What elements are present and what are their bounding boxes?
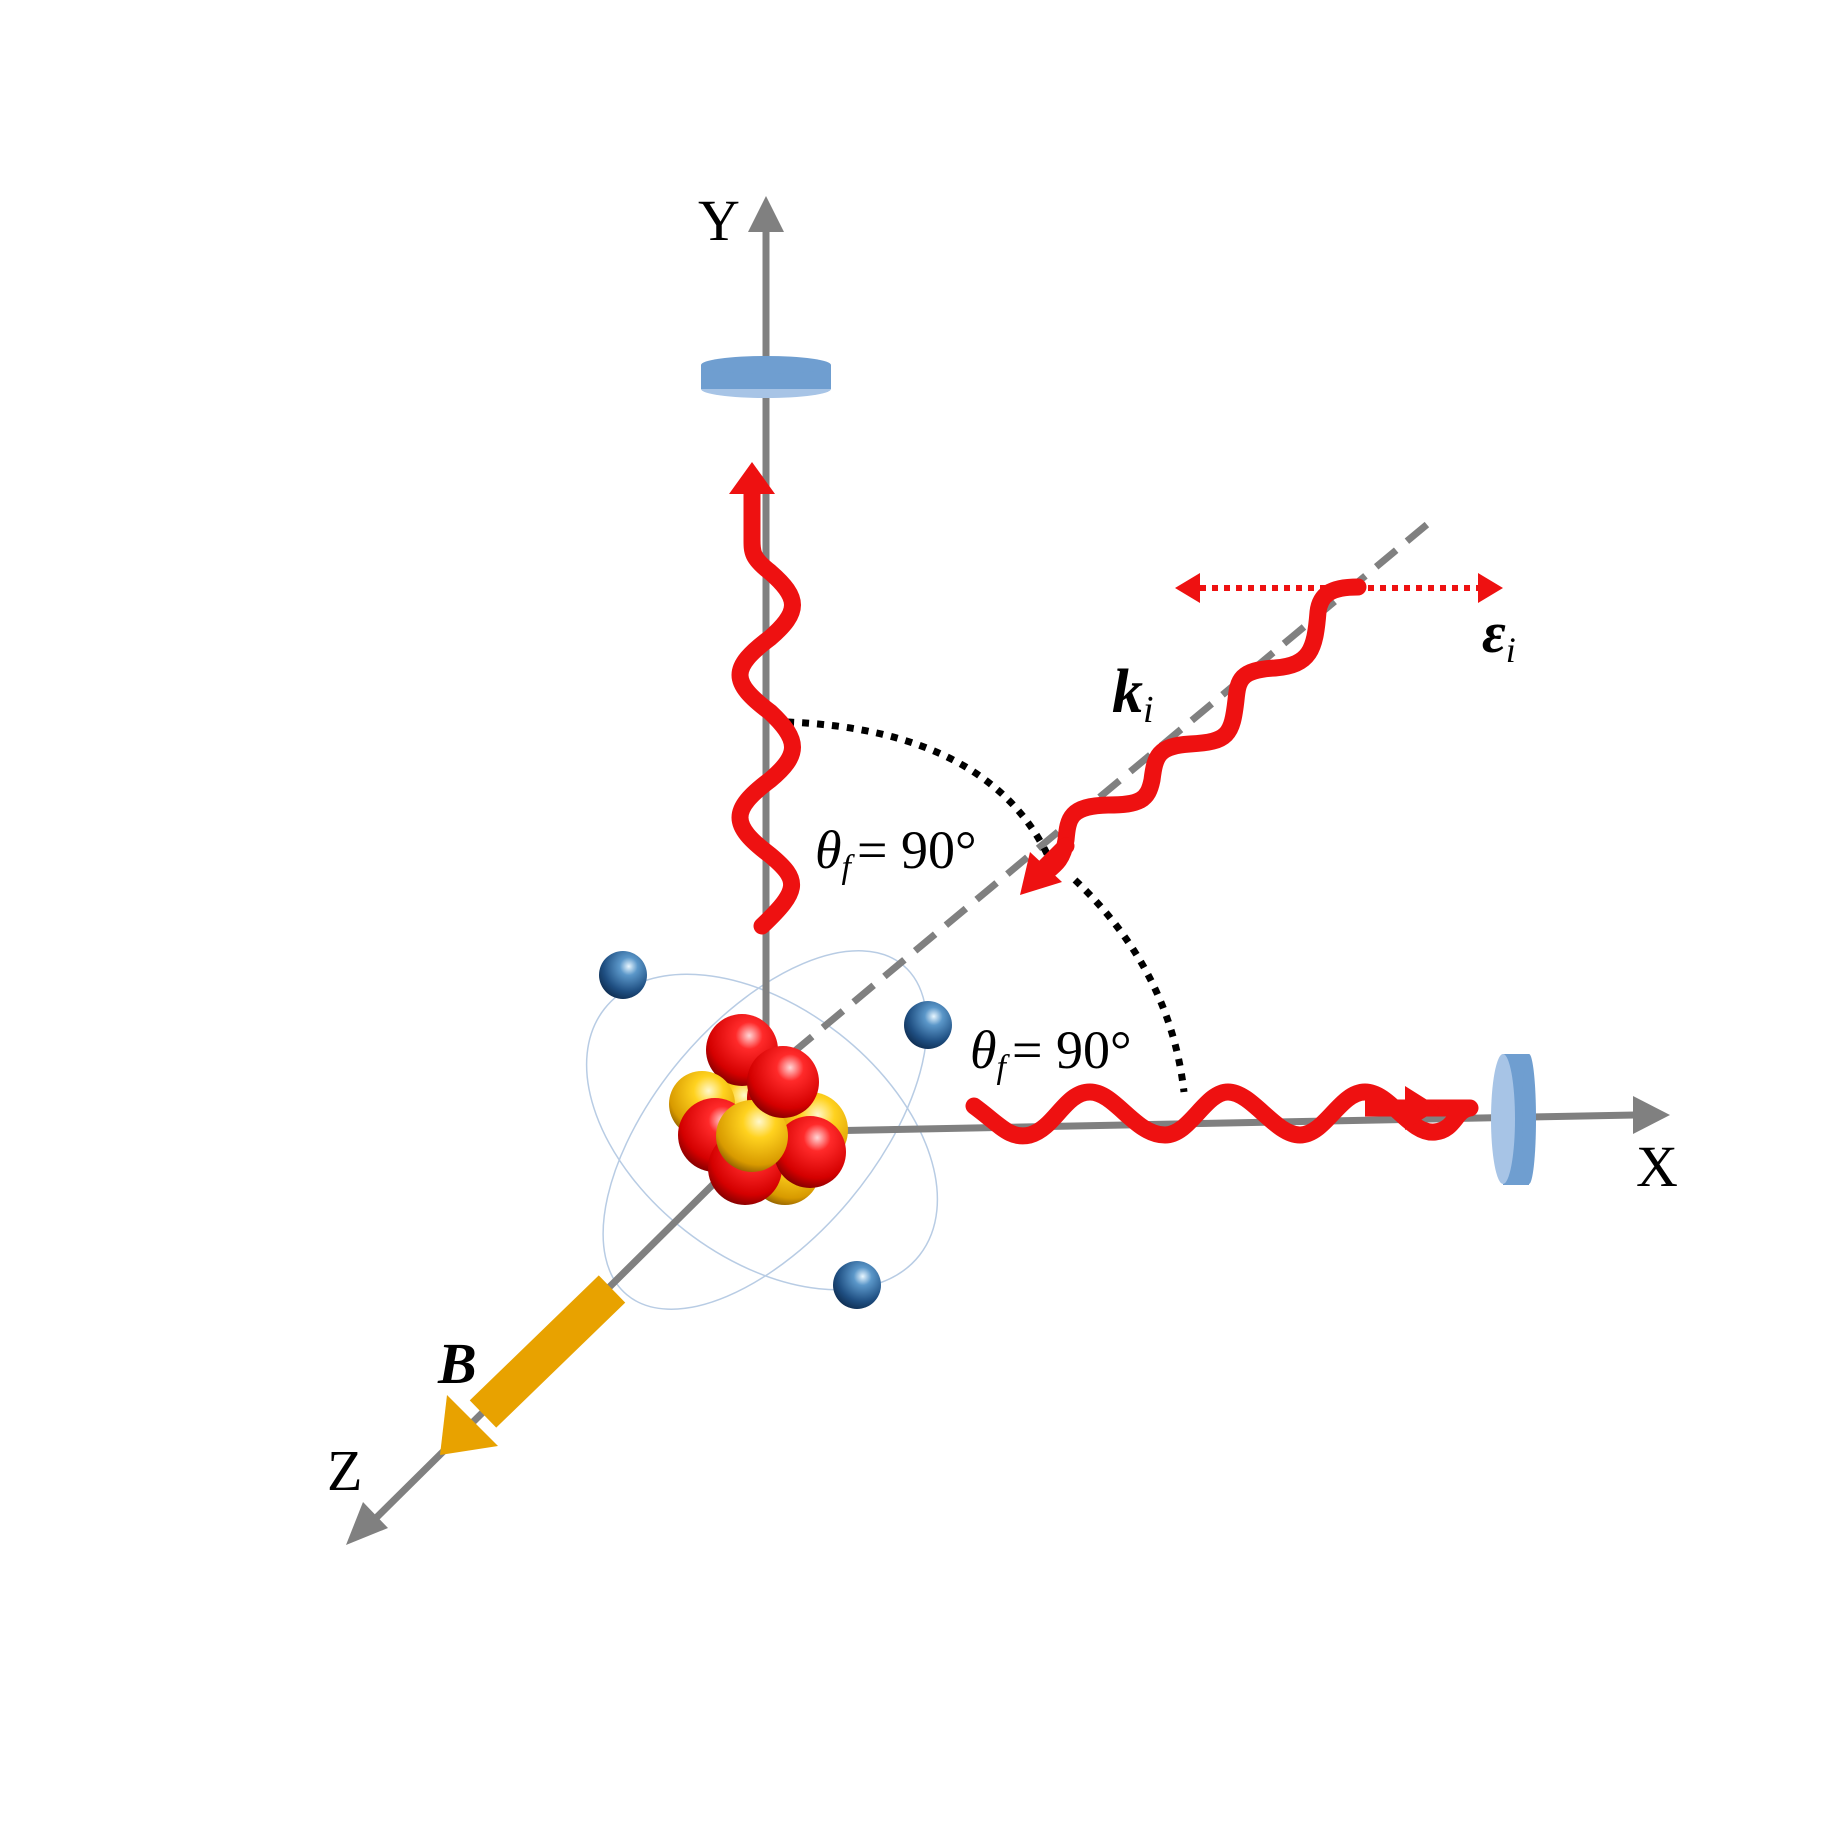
angle-label-y: θf= 90° <box>815 820 977 886</box>
electron <box>904 1001 952 1049</box>
polarization-right-arrowhead-icon <box>1478 573 1503 603</box>
y-axis-arrowhead-icon <box>748 196 784 232</box>
angle-arcs <box>786 718 1188 1093</box>
nucleus <box>669 1014 848 1205</box>
b-field-label: B <box>437 1331 477 1396</box>
photon-scattered-x <box>965 1083 1479 1145</box>
b-field-arrow <box>440 1275 626 1455</box>
photon-scattered-y <box>729 462 801 935</box>
z-axis-label: Z <box>327 1438 362 1503</box>
photon-incident-arrowhead-icon <box>1020 852 1062 895</box>
detector-x <box>1491 1054 1536 1185</box>
x-axis-label: X <box>1636 1134 1678 1199</box>
photon-y-arrowhead-icon <box>729 462 775 494</box>
electrons <box>599 951 952 1309</box>
z-axis-arrowhead-icon <box>346 1502 388 1545</box>
wavevector-label: ki <box>1112 658 1154 731</box>
x-axis-arrowhead-icon <box>1633 1096 1670 1134</box>
angle-label-x: θf= 90° <box>970 1020 1132 1086</box>
photon-x-arrowhead-icon <box>1405 1086 1440 1130</box>
detector-y <box>701 356 831 398</box>
x-axis <box>765 1096 1670 1136</box>
photon-incident <box>1020 578 1367 895</box>
b-field-arrowhead-icon <box>440 1395 498 1455</box>
electron <box>833 1261 881 1309</box>
polarization-label: εi <box>1482 600 1516 670</box>
polarization-left-arrowhead-icon <box>1175 573 1200 603</box>
electron <box>599 951 647 999</box>
polarization-arrow <box>1175 573 1503 603</box>
y-axis-label: Y <box>698 188 740 253</box>
